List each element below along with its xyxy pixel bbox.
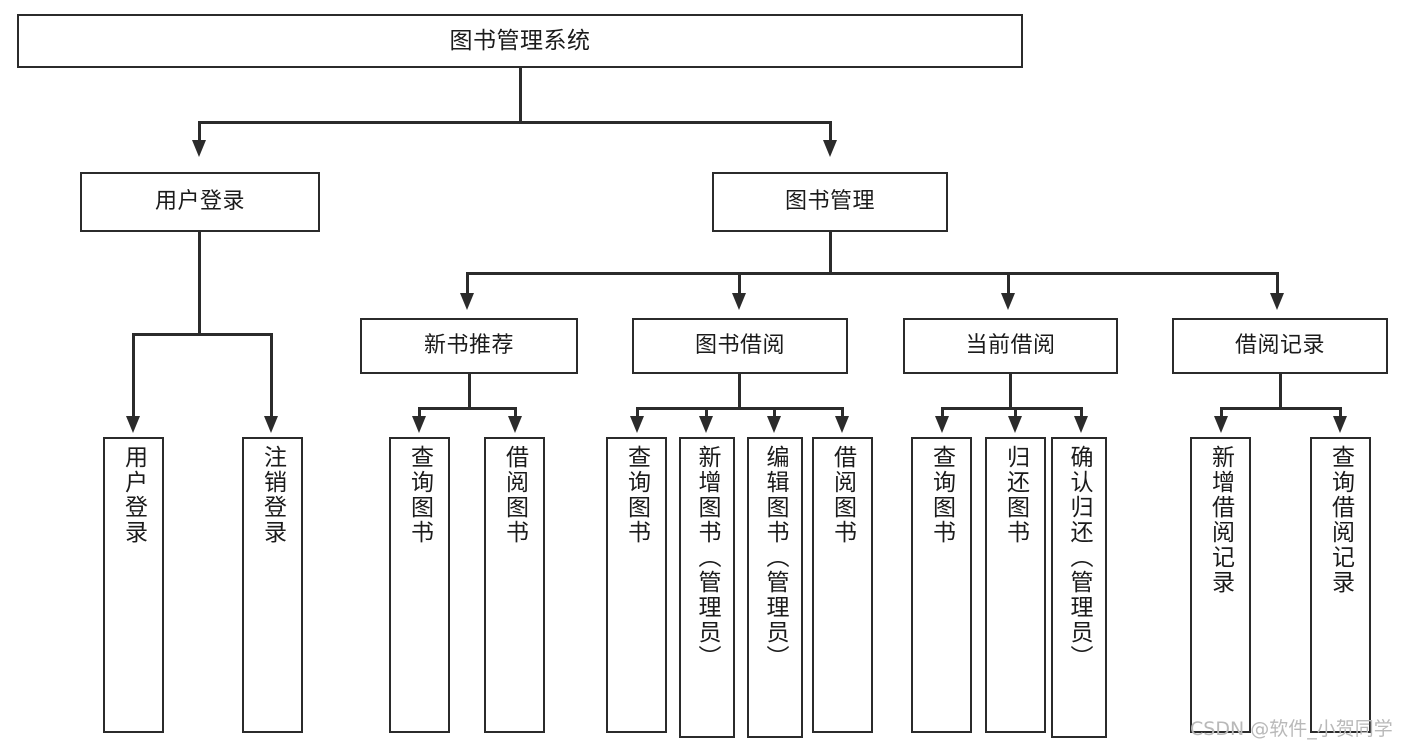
arrow-bookborrow-to-leaf-2 xyxy=(699,416,713,433)
connector-borrowrecord-stem xyxy=(1279,374,1282,407)
node-leaf-edit-book-admin[interactable]: 编辑图书（管理员） xyxy=(747,437,803,738)
connector-user-login-to-leaf-2 xyxy=(270,333,273,421)
connector-borrowrecord-to-leaf-2 xyxy=(1339,407,1342,420)
node-label: 查询图书 xyxy=(406,445,433,545)
arrow-currentborrow-to-leaf-2 xyxy=(1008,416,1022,433)
connector-user-login-bus xyxy=(132,333,272,336)
node-label: 借阅图书 xyxy=(501,445,528,545)
node-label: 用户登录 xyxy=(120,445,147,545)
arrow-newbook-to-leaf-1 xyxy=(412,416,426,433)
connector-bm-to-new-book xyxy=(466,272,469,299)
connector-newbook-bus xyxy=(418,407,517,410)
arrow-user-login-to-leaf-1 xyxy=(126,416,140,433)
node-label: 新增借阅记录 xyxy=(1207,445,1234,595)
node-label: 新增图书（管理员） xyxy=(694,445,721,670)
node-new-book-recommend[interactable]: 新书推荐 xyxy=(360,318,578,374)
connector-bookborrow-to-leaf-4 xyxy=(841,407,844,420)
connector-bookborrow-to-leaf-3 xyxy=(773,407,776,420)
arrow-root-to-user-login xyxy=(192,140,206,157)
node-label: 注销登录 xyxy=(259,445,286,545)
node-label: 借阅图书 xyxy=(829,445,856,545)
connector-user-login-stem xyxy=(198,232,201,333)
node-label: 查询借阅记录 xyxy=(1327,445,1354,595)
node-label: 用户登录 xyxy=(154,189,245,215)
connector-book-management-stem xyxy=(829,232,832,272)
arrow-bm-to-record xyxy=(1270,293,1284,310)
arrow-bm-to-new-book xyxy=(460,293,474,310)
connector-currentborrow-bus xyxy=(941,407,1083,410)
node-label: 新书推荐 xyxy=(423,333,514,359)
arrow-borrowrecord-to-leaf-2 xyxy=(1333,416,1347,433)
node-system-root[interactable]: 图书管理系统 xyxy=(17,14,1023,68)
node-leaf-borrow-book-2[interactable]: 借阅图书 xyxy=(812,437,873,733)
node-current-borrow[interactable]: 当前借阅 xyxy=(903,318,1118,374)
node-label: 确认归还（管理员） xyxy=(1066,445,1093,670)
node-leaf-add-borrow-record[interactable]: 新增借阅记录 xyxy=(1190,437,1251,733)
connector-bm-to-current xyxy=(1007,272,1010,299)
node-user-login[interactable]: 用户登录 xyxy=(80,172,320,232)
node-label: 查询图书 xyxy=(623,445,650,545)
arrow-user-login-to-leaf-2 xyxy=(264,416,278,433)
node-label: 图书借阅 xyxy=(694,333,785,359)
node-leaf-logout-login[interactable]: 注销登录 xyxy=(242,437,303,733)
connector-user-login-to-leaf-1 xyxy=(132,333,135,421)
arrow-bookborrow-to-leaf-1 xyxy=(630,416,644,433)
arrow-bookborrow-to-leaf-3 xyxy=(767,416,781,433)
node-leaf-user-login[interactable]: 用户登录 xyxy=(103,437,164,733)
connector-root-bus xyxy=(198,121,832,124)
connector-currentborrow-to-leaf-3 xyxy=(1080,407,1083,420)
arrow-currentborrow-to-leaf-1 xyxy=(935,416,949,433)
arrow-bookborrow-to-leaf-4 xyxy=(835,416,849,433)
node-leaf-query-book-3[interactable]: 查询图书 xyxy=(911,437,972,733)
arrow-root-to-book-management xyxy=(823,140,837,157)
node-book-borrow[interactable]: 图书借阅 xyxy=(632,318,848,374)
arrow-borrowrecord-to-leaf-1 xyxy=(1214,416,1228,433)
node-label: 当前借阅 xyxy=(965,333,1056,359)
node-label: 借阅记录 xyxy=(1234,333,1325,359)
node-leaf-confirm-return-admin[interactable]: 确认归还（管理员） xyxy=(1051,437,1107,738)
node-leaf-borrow-book-1[interactable]: 借阅图书 xyxy=(484,437,545,733)
node-label: 图书管理 xyxy=(784,189,875,215)
node-leaf-query-book-1[interactable]: 查询图书 xyxy=(389,437,450,733)
connector-bookborrow-stem xyxy=(738,374,741,407)
node-label: 编辑图书（管理员） xyxy=(762,445,789,670)
arrow-bm-to-borrow xyxy=(732,293,746,310)
connector-borrowrecord-bus xyxy=(1220,407,1342,410)
connector-newbook-to-leaf-1 xyxy=(418,407,421,420)
connector-bookborrow-to-leaf-1 xyxy=(636,407,639,420)
node-label: 归还图书 xyxy=(1002,445,1029,545)
connector-root-stem xyxy=(519,68,522,121)
node-label: 图书管理系统 xyxy=(449,27,591,54)
connector-currentborrow-stem xyxy=(1009,374,1012,407)
connector-book-management-bus xyxy=(466,272,1276,275)
node-leaf-query-borrow-record[interactable]: 查询借阅记录 xyxy=(1310,437,1371,733)
node-leaf-return-book[interactable]: 归还图书 xyxy=(985,437,1046,733)
arrow-bm-to-current xyxy=(1001,293,1015,310)
node-book-management[interactable]: 图书管理 xyxy=(712,172,948,232)
connector-bm-to-borrow xyxy=(738,272,741,299)
connector-bm-to-record xyxy=(1276,272,1279,299)
connector-borrowrecord-to-leaf-1 xyxy=(1220,407,1223,420)
arrow-newbook-to-leaf-2 xyxy=(508,416,522,433)
node-borrow-record[interactable]: 借阅记录 xyxy=(1172,318,1388,374)
connector-root-to-user-login xyxy=(198,121,201,146)
connector-root-to-book-management xyxy=(829,121,832,146)
connector-newbook-to-leaf-2 xyxy=(514,407,517,420)
arrow-currentborrow-to-leaf-3 xyxy=(1074,416,1088,433)
node-leaf-query-book-2[interactable]: 查询图书 xyxy=(606,437,667,733)
connector-bookborrow-to-leaf-2 xyxy=(705,407,708,420)
connector-bookborrow-bus xyxy=(636,407,844,410)
node-label: 查询图书 xyxy=(928,445,955,545)
node-leaf-add-book-admin[interactable]: 新增图书（管理员） xyxy=(679,437,735,738)
watermark-text: CSDN @软件_小贺同学 xyxy=(1190,718,1393,740)
connector-newbook-stem xyxy=(468,374,471,407)
connector-currentborrow-to-leaf-1 xyxy=(941,407,944,420)
connector-currentborrow-to-leaf-2 xyxy=(1014,407,1017,420)
